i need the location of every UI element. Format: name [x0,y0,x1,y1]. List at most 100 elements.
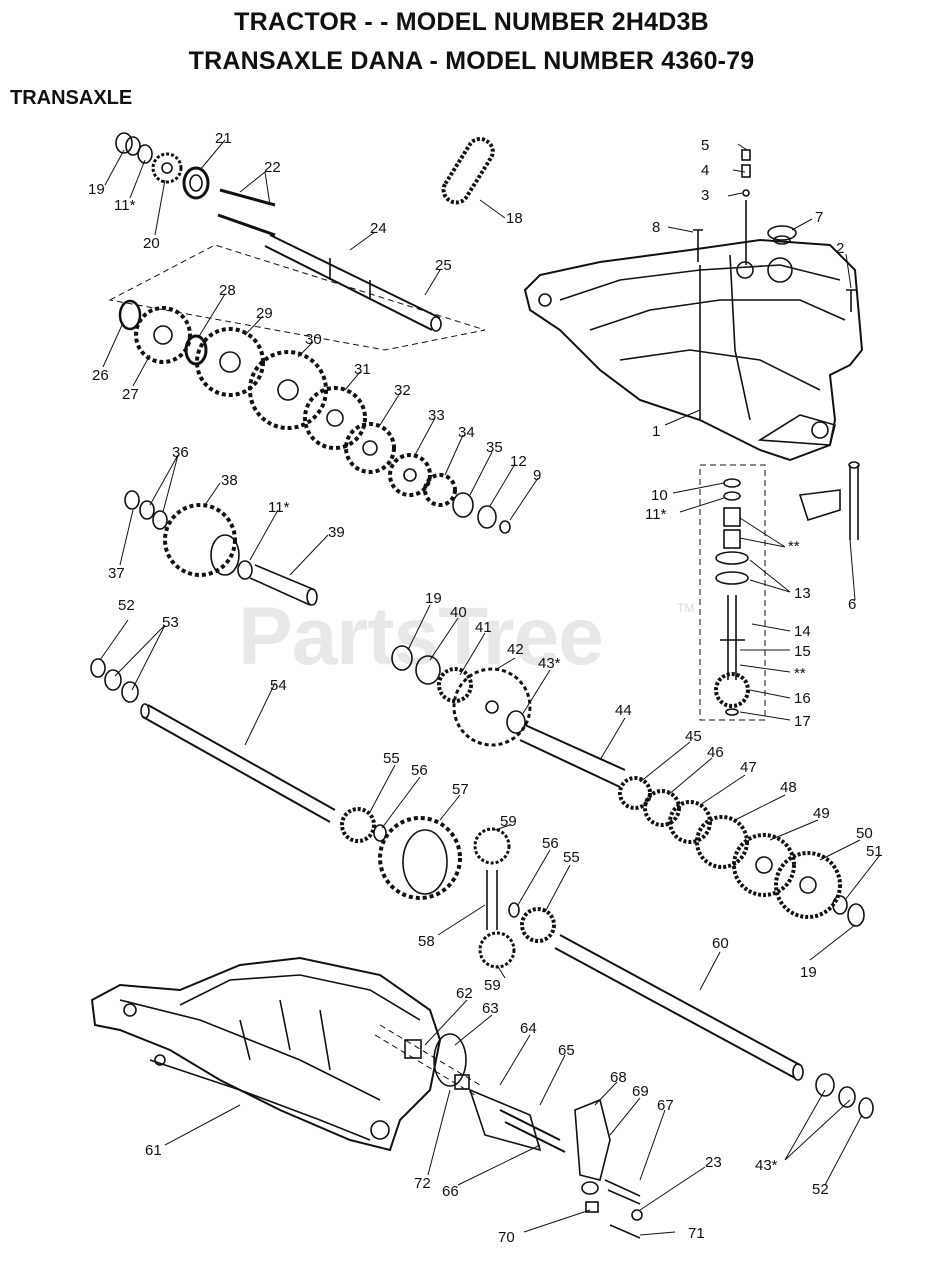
part-label: ** [788,538,800,555]
part-label: 11* [645,506,667,523]
shaft-24 [264,234,442,332]
part-label: 56 [542,835,559,852]
part-label: 9 [533,467,541,484]
part-label: 44 [615,702,632,719]
leader-lines [99,139,881,1236]
part-label: 53 [162,614,179,631]
part-label: 64 [520,1020,537,1037]
part-label: 33 [428,407,445,424]
part-label: 34 [458,424,475,441]
part-label: 4 [701,162,709,179]
part-label: 37 [108,565,125,582]
part-label: 49 [813,805,830,822]
part-label: 63 [482,1000,499,1017]
part-label: 59 [500,813,517,830]
part-label: 13 [794,585,811,602]
part-label: 11* [268,499,290,516]
part-label: 7 [815,209,823,226]
part-label: 18 [506,210,523,227]
part-label: 38 [221,472,238,489]
assembly-outline [108,244,486,351]
cap-7-icon [767,225,797,245]
part-label: 50 [856,825,873,842]
part-label: 52 [812,1181,829,1198]
part-label: 60 [712,935,729,952]
part-label: 29 [256,305,273,322]
part-label: 43* [538,655,561,672]
part-label: 62 [456,985,473,1002]
part-label: 55 [563,849,580,866]
upper-housing [523,238,864,462]
section-label: TRANSAXLE [10,87,133,109]
part-label: 2 [836,240,844,257]
bolt-2-icon [846,289,856,312]
part-label: 19 [425,590,442,607]
part-label: 8 [652,219,660,236]
part-label: 48 [780,779,797,796]
part-label: 12 [510,453,527,470]
part-label: 51 [866,843,883,860]
part-label: 1 [652,423,660,440]
gear-row-lower [618,776,865,927]
part-label: 6 [848,596,856,613]
diagram-subtitle: TRANSAXLE DANA - MODEL NUMBER 4360-79 [188,47,755,75]
idler-gear-group [391,645,626,788]
part-label: 69 [632,1083,649,1100]
axle-54 [90,658,387,843]
part-label: 46 [707,744,724,761]
watermark-trademark: TM [677,601,695,615]
part-label: 55 [383,750,400,767]
part-label: 66 [442,1183,459,1200]
differential [378,816,556,969]
part-label: 31 [354,361,371,378]
part-label: 21 [215,130,232,147]
part-label: 5 [701,137,709,154]
part-label: 71 [688,1225,705,1242]
part-label: 67 [657,1097,674,1114]
part-label: 30 [305,331,322,348]
gear-row-upper [118,299,511,534]
part-label: 45 [685,728,702,745]
part-label: 15 [794,643,811,660]
vertical-shaft-parts [714,478,750,716]
part-label: 52 [118,597,135,614]
part-label: 70 [498,1229,515,1246]
part-label: 43* [755,1157,778,1174]
washer-11-icon [137,144,153,164]
bolt-8-icon [693,229,703,262]
part-label: 19 [800,964,817,981]
key-22-icon [217,188,276,237]
part-label: 16 [794,690,811,707]
brake-assembly [374,1024,643,1239]
bushing-19-icon [115,132,141,156]
shaft-assembly-outline [699,464,766,721]
diagram-title: TRACTOR - - MODEL NUMBER 2H4D3B [234,8,709,36]
part-label: 39 [328,524,345,541]
part-label: 72 [414,1175,431,1192]
part-label: 61 [145,1142,162,1159]
shift-lever-6-icon [798,461,860,540]
part-label: 40 [450,604,467,621]
watermark: PartsTree [238,591,604,682]
part-label: 59 [484,977,501,994]
part-label: ** [794,665,806,682]
part-label: 19 [88,181,105,198]
part-label: 32 [394,382,411,399]
part-label: 57 [452,781,469,798]
bearing-21-icon [182,166,210,200]
part-label: 36 [172,444,189,461]
part-label: 54 [270,677,287,694]
part-label: 11* [114,197,136,214]
part-label: 24 [370,220,387,237]
cluster-gear [124,490,318,606]
lower-housing [90,956,442,1152]
part-label: 14 [794,623,811,640]
part-label: 20 [143,235,160,252]
part-callouts: 19 11* 20 21 22 24 25 18 5 4 3 8 7 2 26 … [88,130,883,1246]
part-label: 22 [264,159,281,176]
part-label: 3 [701,187,709,204]
part-label: 35 [486,439,503,456]
bolt-stack-icon [741,149,751,265]
part-label: 26 [92,367,109,384]
